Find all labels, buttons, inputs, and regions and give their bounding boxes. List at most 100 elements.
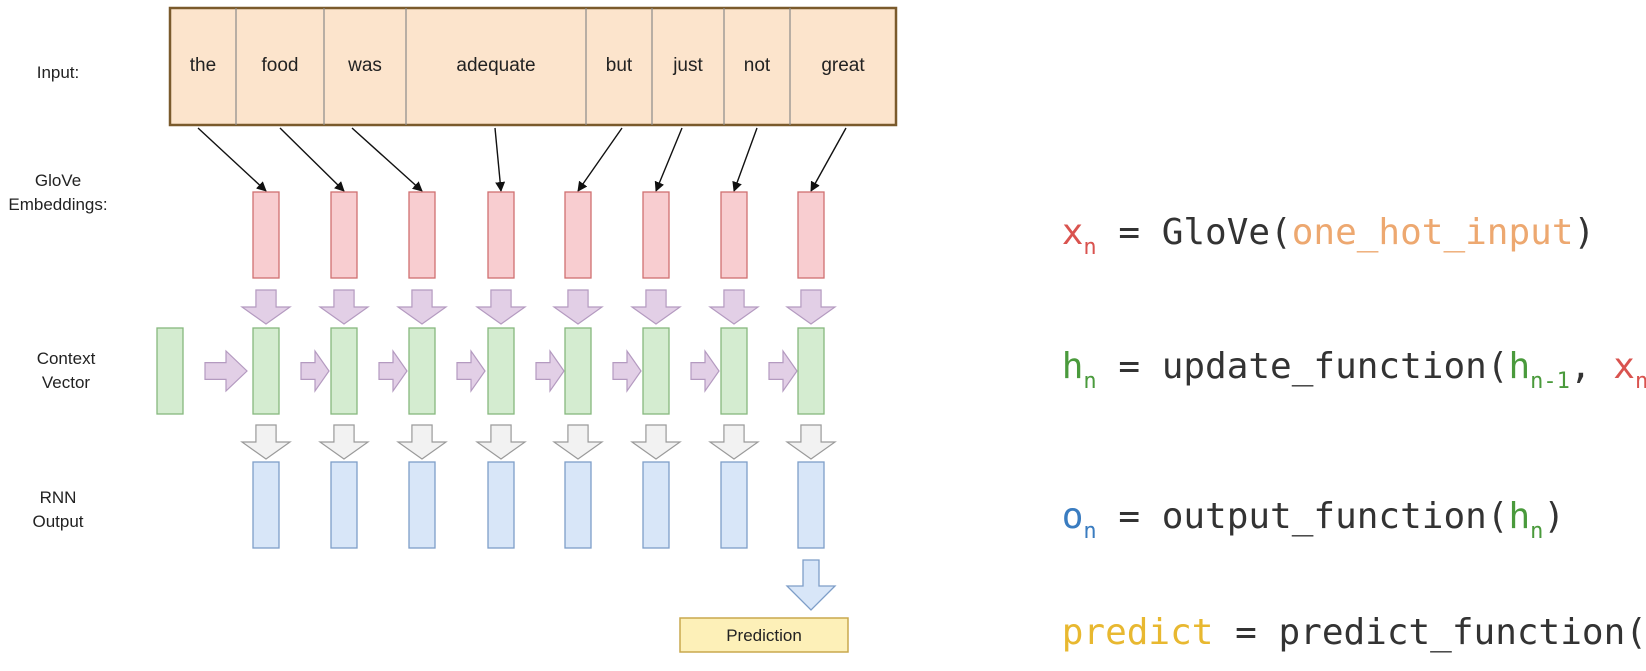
glove-row-label-2: Embeddings:: [8, 195, 107, 214]
input-word: not: [744, 55, 771, 76]
rnn-output-vector: [252, 461, 280, 549]
embedding-to-context-arrow: [396, 289, 448, 325]
prediction-group: Prediction: [679, 559, 849, 653]
embedding-to-context-arrow: [318, 289, 370, 325]
context-to-output-arrow: [475, 424, 527, 460]
purple-arrows: [204, 289, 837, 393]
context-row-label-2: Vector: [42, 373, 91, 392]
word-embedding-connector: [577, 127, 623, 192]
eq3-arg-sub: n: [1530, 519, 1543, 544]
embedding-vector: [330, 191, 358, 279]
svg-text:on = output_function(hn): on = output_function(hn): [910, 496, 1646, 544]
context-vector: [252, 327, 280, 415]
embedding-to-context-arrow: [240, 289, 292, 325]
eq3-arg: h: [1508, 496, 1530, 537]
eq1-close: ): [1574, 212, 1596, 253]
rnn-outputs-row: [252, 461, 825, 549]
context-recurrence-arrow: [535, 349, 565, 393]
word-embedding-connector: [654, 127, 683, 192]
eq3-lhs-sub: n: [1083, 519, 1096, 544]
eq4-fn: predict_function(: [1278, 612, 1646, 653]
word-embedding-connector: [810, 127, 847, 192]
word-embedding-connector: [351, 127, 423, 192]
input-row-label: Input:: [37, 63, 80, 82]
eq1-lhs: x: [1062, 212, 1084, 253]
eq3-lhs: o: [1062, 496, 1084, 537]
context-recurrence-arrow: [378, 349, 408, 393]
context-vector: [642, 327, 670, 415]
context-vector: [797, 327, 825, 415]
eq2-arg2-sub: n: [1635, 369, 1646, 394]
equation-2: hn = update_function(hn-1, xn): [1062, 346, 1646, 394]
input-word: was: [347, 55, 382, 76]
rnn-output-vector: [564, 461, 592, 549]
context-row-label-1: Context: [37, 349, 96, 368]
context-recurrence-arrow: [204, 349, 248, 393]
eq2-op: =: [1097, 346, 1162, 387]
input-word: great: [821, 55, 865, 76]
rnn-output-vector: [720, 461, 748, 549]
input-word: just: [672, 55, 703, 76]
input-word: adequate: [456, 55, 535, 76]
final-output-arrow: [785, 559, 837, 611]
embedding-vector: [720, 191, 748, 279]
rnn-row-label-2: Output: [32, 512, 83, 531]
rnn-output-vector: [330, 461, 358, 549]
context-vector: [487, 327, 515, 415]
embedding-to-context-arrow: [785, 289, 837, 325]
eq2-lhs-sub: n: [1083, 369, 1096, 394]
embedding-vector: [564, 191, 592, 279]
eq1-fn: GloVe(: [1162, 212, 1292, 253]
eq4-op: =: [1213, 612, 1278, 653]
svg-text:xn = GloVe(one_hot_input): xn = GloVe(one_hot_input): [910, 212, 1646, 260]
context-to-output-arrow: [396, 424, 448, 460]
rnn-output-vector: [408, 461, 436, 549]
gray-down-arrows: [240, 424, 837, 460]
equation-4: predict = predict_function(h_last): [910, 612, 1646, 653]
rnn-output-vector: [797, 461, 825, 549]
context-to-output-arrow: [708, 424, 760, 460]
context-vectors-row: [156, 327, 825, 415]
embedding-to-context-arrow: [630, 289, 682, 325]
equation-3: on = output_function(hn): [910, 496, 1646, 544]
eq3-op: =: [1097, 496, 1162, 537]
eq4-lhs: predict: [1062, 612, 1214, 653]
rnn-output-vector: [487, 461, 515, 549]
context-vector: [564, 327, 592, 415]
embedding-vector: [642, 191, 670, 279]
eq2-arg2: x: [1613, 346, 1635, 387]
embedding-vector: [797, 191, 825, 279]
word-embedding-connector: [494, 127, 506, 192]
context-to-output-arrow: [552, 424, 604, 460]
eq3-close: ): [1543, 496, 1565, 537]
context-to-output-arrow: [240, 424, 292, 460]
rnn-row-label-1: RNN: [40, 488, 77, 507]
context-to-output-arrow: [318, 424, 370, 460]
context-vector: [408, 327, 436, 415]
context-recurrence-arrow: [612, 349, 642, 393]
eq1-lhs-sub: n: [1083, 235, 1096, 260]
input-word: but: [606, 55, 633, 76]
glove-embeddings-row: [252, 191, 825, 279]
eq2-fn: update_function(: [1162, 346, 1509, 387]
context-recurrence-arrow: [768, 349, 798, 393]
eq2-arg1-sub: n-1: [1530, 369, 1570, 394]
word-embedding-connector: [732, 127, 758, 192]
input-word: food: [262, 55, 299, 76]
prediction-box: [679, 617, 849, 653]
embedding-vector: [487, 191, 515, 279]
embedding-vector: [252, 191, 280, 279]
embedding-vector: [408, 191, 436, 279]
svg-text:predict = predict_function(h_l: predict = predict_function(h_last): [910, 612, 1646, 653]
rnn-output-vector: [642, 461, 670, 549]
context-recurrence-arrow: [690, 349, 720, 393]
prediction-label: Prediction: [726, 626, 802, 645]
glove-row-label-1: GloVe: [35, 171, 81, 190]
embedding-to-context-arrow: [552, 289, 604, 325]
input-sentence-box: the food was adequate but just not great: [168, 6, 898, 127]
eq2-lhs: h: [1062, 346, 1084, 387]
input-word: the: [190, 55, 216, 76]
embedding-to-context-arrow: [708, 289, 760, 325]
eq1-op: =: [1097, 212, 1162, 253]
context-vector: [720, 327, 748, 415]
